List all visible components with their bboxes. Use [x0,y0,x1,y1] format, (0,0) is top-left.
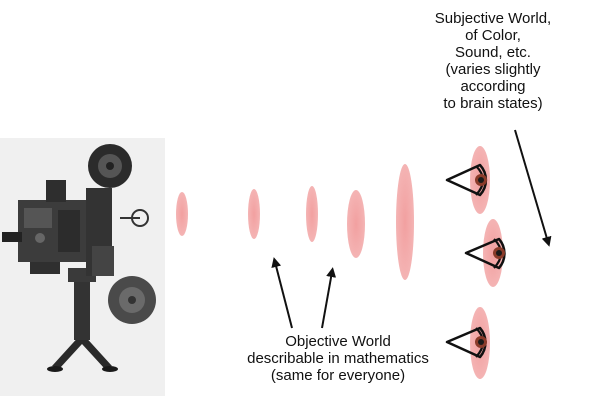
wave-front [176,192,188,236]
wave-front [306,186,318,242]
eye-icon [445,163,488,197]
wave-front [248,189,260,239]
objective-line: (same for everyone) [270,367,406,384]
projector-photo [0,138,165,396]
wave-front [396,164,414,280]
subjective-line: of Color, [465,27,521,44]
arrow-icon [514,129,552,247]
subjective-line: Sound, etc. [455,44,531,61]
wave-front [347,190,365,258]
objective-line: describable in mathematics [247,350,429,367]
arrow-icon [271,257,293,329]
subjective-line: Subjective World, [434,10,552,27]
subjective-world-label: Subjective World, of Color, Sound, etc. … [408,10,578,112]
film-projector-icon [2,144,156,372]
eye-icon [445,326,487,359]
subjective-line: (varies slightly [445,61,541,78]
arrow-icon [321,267,337,329]
subjective-line: to brain states) [443,95,543,112]
objective-line: Objective World [285,333,391,350]
objective-world-label: Objective World describable in mathemati… [228,333,448,384]
subjective-line: according [460,78,526,95]
eye-icon [464,237,506,270]
